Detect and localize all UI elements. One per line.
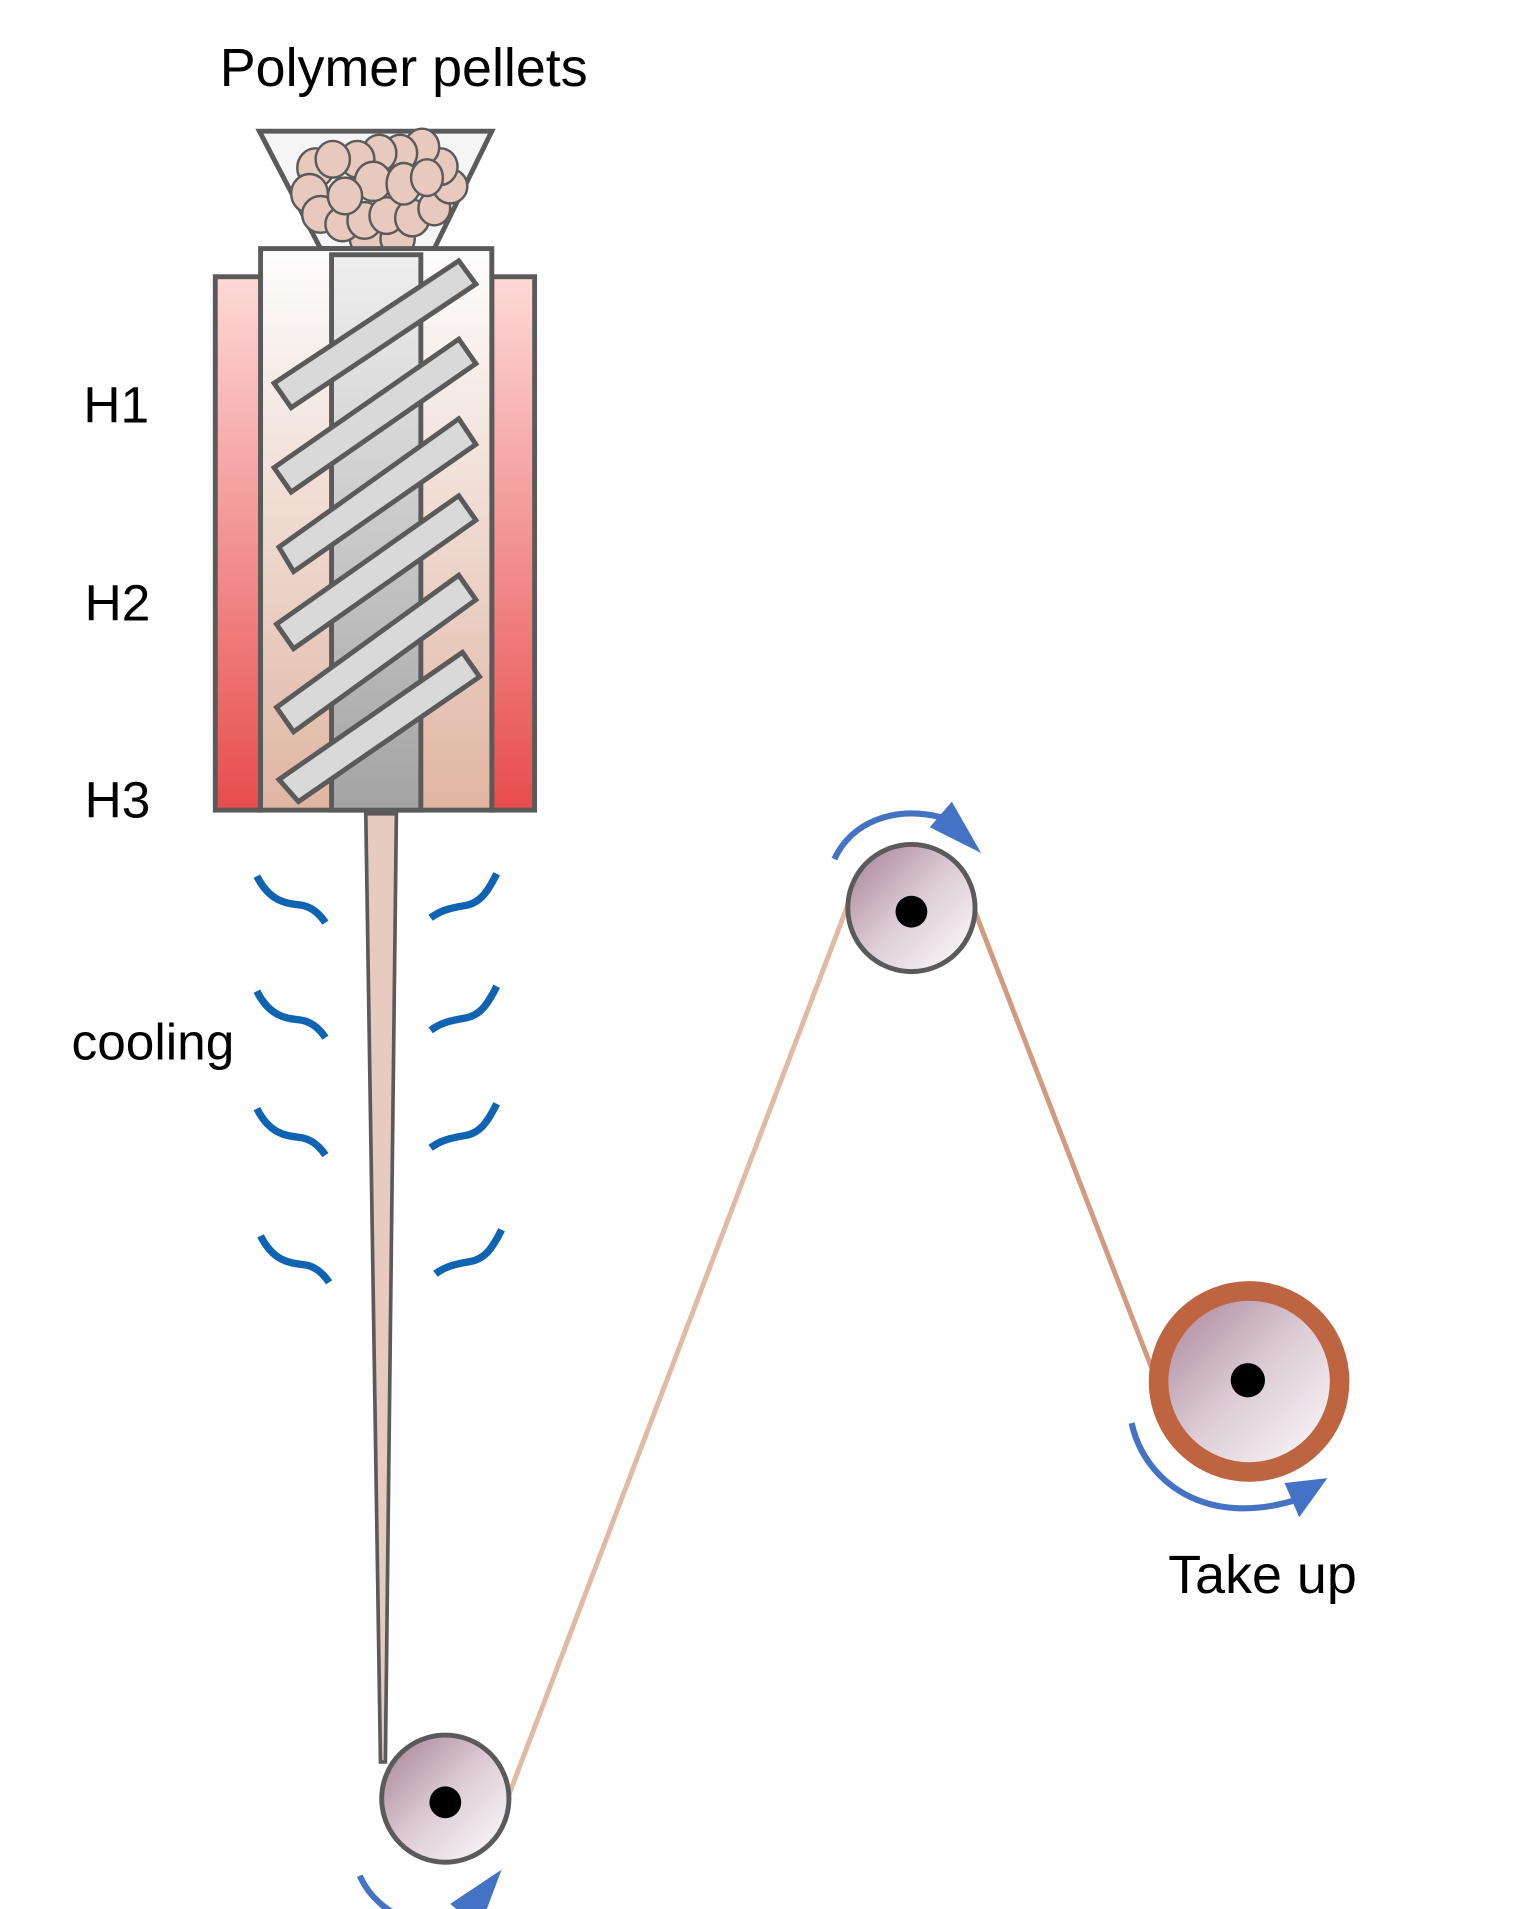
roller-axle: [895, 895, 928, 928]
label-take-up: Take up: [1168, 1545, 1356, 1605]
rotation-arrow-icon: [356, 1874, 394, 1909]
screw-flight: [270, 257, 480, 412]
cooling-waves: [253, 872, 505, 1285]
label-h3: H3: [85, 770, 151, 828]
screw-flight: [270, 335, 480, 496]
cooling-wave-icon: [428, 984, 500, 1034]
roller-top: [831, 801, 982, 975]
cooling-wave-icon: [428, 1102, 500, 1151]
heater-right: [489, 274, 538, 813]
screw-flight: [273, 571, 480, 736]
cooling-wave-icon: [253, 1106, 329, 1158]
screw-flight: [275, 648, 483, 805]
pellets: [289, 127, 469, 258]
cooling-wave-icon: [428, 872, 500, 921]
pellet: [314, 139, 352, 179]
cooling-wave-icon: [253, 874, 329, 925]
screw-flights: [270, 257, 483, 805]
cooling-wave-icon: [253, 989, 329, 1040]
pellet: [326, 176, 364, 216]
screw-flight: [275, 415, 480, 576]
spool-axle: [1230, 1363, 1265, 1398]
label-h1: H1: [83, 375, 149, 433]
roller-axle: [429, 1786, 462, 1819]
take-up-spool: [1128, 1281, 1350, 1518]
rotation-arrowhead-icon: [929, 801, 982, 853]
hopper: [255, 127, 496, 258]
rotation-arrowhead-icon: [1284, 1478, 1328, 1518]
heater-left: [212, 274, 264, 813]
fiber-segment: [504, 901, 852, 1802]
screw-flight: [273, 492, 480, 653]
cooling-wave-icon: [433, 1228, 505, 1277]
rotation-arrow-icon: [1128, 1422, 1301, 1512]
rotation-arrow-icon: [831, 810, 943, 861]
roller-bottom: [356, 1732, 512, 1909]
fiber-segment: [972, 910, 1160, 1384]
label-cooling: cooling: [72, 1013, 235, 1071]
cooling-wave-icon: [257, 1234, 333, 1285]
pellet: [409, 158, 445, 198]
extruded-filament: [363, 811, 399, 1764]
title-label: Polymer pellets: [220, 38, 588, 98]
label-h2: H2: [85, 574, 151, 632]
rotation-arrowhead-icon: [450, 1869, 502, 1909]
